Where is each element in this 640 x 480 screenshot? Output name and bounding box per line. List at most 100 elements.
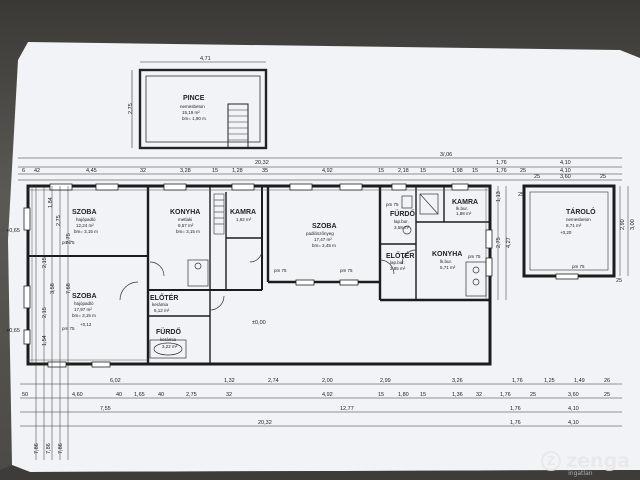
house-walls [26, 184, 492, 366]
svg-text:3,60: 3,60 [568, 392, 579, 398]
svg-text:4,45: 4,45 [86, 168, 97, 174]
tarolo-building: TÁROLÓ nemesbeton 8,71 m² +0,20 [522, 184, 616, 280]
room-floor-pince: nemesbeton [180, 104, 205, 109]
zenga-logo-text: zenga [566, 450, 630, 472]
svg-text:lk.bur.: lk.bur. [456, 206, 468, 211]
svg-text:4,10: 4,10 [568, 406, 579, 412]
svg-text:+0,65: +0,65 [6, 228, 20, 234]
svg-text:+0,65: +0,65 [6, 328, 20, 334]
svg-text:2,74: 2,74 [268, 378, 279, 384]
svg-text:3,00: 3,00 [630, 219, 636, 230]
zenga-logo: Z zenga ingatlan [541, 450, 630, 477]
svg-text:5,12 m²: 5,12 m² [154, 308, 170, 313]
room-area-pince: 15,19 m² [182, 110, 200, 115]
svg-text:7,86: 7,86 [58, 443, 64, 454]
svg-text:1,98: 1,98 [452, 168, 463, 174]
svg-text:4,92: 4,92 [322, 392, 333, 398]
svg-text:20,32: 20,32 [258, 420, 272, 426]
svg-text:3,85 m²: 3,85 m² [390, 266, 406, 271]
svg-text:2,15: 2,15 [42, 257, 48, 268]
top-dimension-lines [18, 157, 622, 181]
svg-text:3,58 m²: 3,58 m² [394, 225, 410, 230]
svg-text:pm 75: pm 75 [274, 268, 287, 273]
svg-text:25: 25 [530, 392, 536, 398]
svg-text:8,71 m²: 8,71 m² [566, 223, 582, 228]
svg-text:pm 75: pm 75 [340, 268, 353, 273]
svg-text:7,68: 7,68 [66, 283, 72, 294]
svg-text:pm 75: pm 75 [62, 240, 75, 245]
svg-text:padlószőnyeg: padlószőnyeg [306, 231, 334, 236]
svg-text:lk.bur.: lk.bur. [440, 259, 452, 264]
svg-text:32: 32 [140, 168, 146, 174]
svg-text:metlaki: metlaki [178, 217, 192, 222]
elevation-marks: ±0,00 +0,65 +0,65 [6, 228, 266, 334]
room-name-eloter2: ELŐTÉR [386, 251, 414, 260]
svg-text:2,75: 2,75 [66, 233, 72, 244]
svg-text:25: 25 [616, 278, 622, 284]
svg-text:kerámia: kerámia [160, 337, 177, 342]
svg-text:1,32: 1,32 [224, 378, 235, 384]
svg-text:42: 42 [34, 168, 40, 174]
svg-text:35: 35 [262, 168, 268, 174]
room-name-eloter1: ELŐTÉR [150, 293, 178, 302]
room-height-pince: bm= 1,90 m [182, 116, 206, 121]
svg-text:3,60: 3,60 [560, 174, 571, 180]
svg-text:hajópadló: hajópadló [76, 217, 96, 222]
svg-text:pm 75: pm 75 [572, 264, 585, 269]
pince-room: PINCE nemesbeton 15,19 m² bm= 1,90 m 4,7… [128, 56, 268, 150]
svg-text:bm= 2,45 m: bm= 2,45 m [312, 243, 336, 248]
svg-text:25: 25 [534, 174, 540, 180]
bottom-dimension-lines [20, 383, 622, 427]
dim-20-32-top: 20,32 [255, 160, 269, 166]
svg-text:15: 15 [420, 168, 426, 174]
svg-text:6: 6 [22, 168, 25, 174]
svg-text:2,99: 2,99 [380, 378, 391, 384]
right-dim-labels: 1,13 2,75 2,90 3,00 4,27 25 25 [496, 191, 636, 284]
bottom-dim-labels: 6,02 1,32 2,74 2,00 2,99 3,26 1,76 1,25 … [22, 378, 610, 426]
svg-text:1,49: 1,49 [574, 378, 585, 384]
svg-text:1,80: 1,80 [398, 392, 409, 398]
svg-text:±0,00: ±0,00 [252, 320, 266, 326]
left-dim-labels: 1,84 2,75 2,75 2,15 3,58 7,68 2,15 1,54 … [34, 197, 72, 454]
svg-text:4,92: 4,92 [322, 168, 333, 174]
svg-text:25: 25 [520, 168, 526, 174]
dim-1-76-top: 1,76 [496, 160, 507, 166]
svg-text:+0,20: +0,20 [560, 230, 572, 235]
svg-text:2,15: 2,15 [42, 307, 48, 318]
svg-text:3,26: 3,26 [452, 378, 463, 384]
svg-text:hajópadló: hajópadló [74, 301, 94, 306]
dim-pince-height: 2,75 [128, 103, 134, 114]
svg-text:bm= 3,15 m: bm= 3,15 m [176, 229, 200, 234]
svg-text:1,84: 1,84 [48, 197, 54, 208]
svg-text:nemesbeton: nemesbeton [566, 217, 591, 222]
top-dim-row: 6 42 4,45 32 3,28 15 1,28 35 4,92 15 2,1… [22, 168, 606, 180]
svg-text:6,02: 6,02 [110, 378, 121, 384]
svg-text:17,47 m²: 17,47 m² [314, 237, 332, 242]
svg-text:7,55: 7,55 [100, 406, 111, 412]
svg-text:7,86: 7,86 [34, 443, 40, 454]
svg-text:9,57 m²: 9,57 m² [178, 223, 194, 228]
svg-text:pm 75: pm 75 [386, 202, 399, 207]
svg-text:5,71 m²: 5,71 m² [440, 265, 456, 270]
svg-text:1,92 m²: 1,92 m² [236, 217, 252, 222]
room-name-furdo2: FÜRDŐ [390, 209, 415, 218]
svg-text:2,75: 2,75 [496, 237, 502, 248]
svg-text:1,25: 1,25 [544, 378, 555, 384]
room-name-szoba1: SZOBA [72, 209, 97, 216]
svg-text:15: 15 [212, 168, 218, 174]
svg-text:3,58: 3,58 [50, 283, 56, 294]
svg-text:25: 25 [604, 392, 610, 398]
svg-text:4,60: 4,60 [72, 392, 83, 398]
svg-text:3,28: 3,28 [180, 168, 191, 174]
svg-text:1,36: 1,36 [452, 392, 463, 398]
svg-text:50: 50 [22, 392, 28, 398]
svg-text:15: 15 [378, 168, 384, 174]
svg-text:32: 32 [476, 392, 482, 398]
stairs [213, 193, 225, 235]
svg-text:lap.bur.: lap.bur. [390, 260, 405, 265]
svg-text:1,28: 1,28 [232, 168, 243, 174]
svg-text:bm= 3,15 m: bm= 3,15 m [72, 313, 96, 318]
zenga-logo-sub: ingatlan [568, 470, 593, 477]
svg-text:bm= 3,15 m: bm= 3,15 m [74, 229, 98, 234]
